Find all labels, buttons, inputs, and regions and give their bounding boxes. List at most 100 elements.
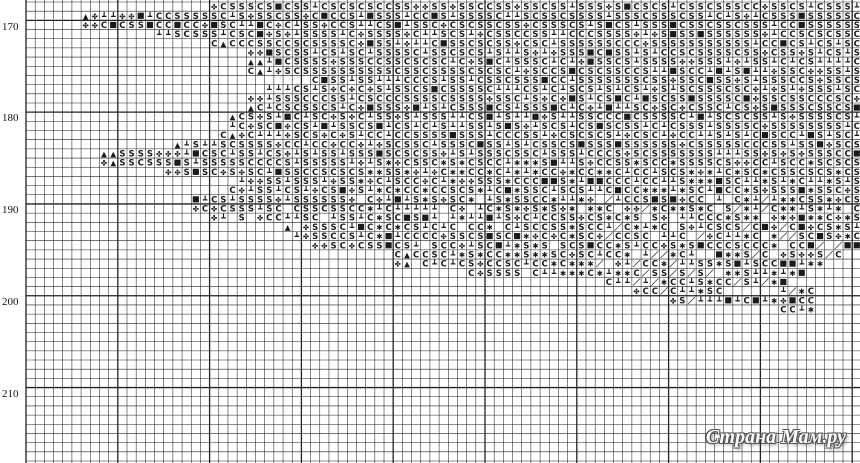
stitch-symbol: C — [441, 168, 447, 178]
stitch-symbol: ┻ — [735, 231, 740, 241]
stitch-symbol: C — [477, 223, 483, 233]
stitch-symbol: S — [780, 122, 786, 132]
stitch-symbol: ✱ — [661, 260, 667, 269]
stitch-symbol: S — [450, 195, 456, 205]
stitch-symbol: ┻ — [368, 139, 373, 149]
stitch-symbol: S — [835, 131, 841, 141]
stitch-symbol: C — [413, 76, 419, 86]
stitch-symbol: S — [569, 140, 575, 150]
stitch-symbol: ✤ — [560, 94, 566, 103]
stitch-symbol: C — [624, 39, 630, 49]
stitch-symbol: C — [285, 48, 291, 58]
stitch-symbol: S — [487, 76, 493, 86]
stitch-symbol: S — [854, 67, 860, 77]
stitch-symbol — [275, 3, 282, 10]
stitch-symbol: ┻ — [506, 11, 511, 21]
stitch-symbol: C — [441, 241, 447, 251]
stitch-symbol: C — [854, 58, 860, 68]
stitch-symbol: S — [532, 205, 538, 215]
stitch-symbol: S — [615, 159, 621, 169]
stitch-symbol: S — [349, 131, 355, 141]
stitch-symbol: S — [734, 241, 740, 251]
stitch-symbol: S — [707, 85, 713, 95]
stitch-symbol: ┻ — [524, 112, 529, 122]
stitch-symbol: ✤ — [211, 205, 217, 214]
stitch-symbol: ┻ — [772, 194, 777, 204]
stitch-symbol: S — [753, 149, 759, 159]
stitch-symbol: S — [523, 104, 529, 114]
stitch-symbol: S — [753, 58, 759, 68]
stitch-symbol: S — [578, 76, 584, 86]
stitch-symbol: ┻ — [460, 121, 465, 131]
stitch-symbol: C — [404, 177, 410, 187]
stitch-symbol — [771, 104, 778, 111]
stitch-symbol: ✤ — [587, 195, 593, 204]
stitch-symbol: ✤ — [459, 241, 465, 250]
stitch-symbol: ┻ — [671, 231, 676, 241]
stitch-symbol: S — [615, 67, 621, 77]
stitch-symbol: S — [734, 131, 740, 141]
stitch-symbol: S — [643, 58, 649, 68]
stitch-symbol: C — [413, 30, 419, 40]
stitch-symbol: S — [606, 122, 612, 132]
stitch-symbol: ┻ — [396, 38, 401, 48]
stitch-symbol: C — [514, 94, 520, 104]
stitch-symbol: C — [294, 85, 300, 95]
stitch-symbol: C — [340, 85, 346, 95]
stitch-symbol: C — [312, 12, 318, 22]
stitch-symbol: ┻ — [533, 213, 538, 223]
stitch-symbol: S — [542, 12, 548, 22]
stitch-symbol: ┻ — [184, 148, 189, 158]
stitch-symbol: C — [725, 168, 731, 178]
stitch-symbol: ┻ — [754, 268, 759, 278]
stitch-symbol: S — [275, 30, 281, 40]
stitch-symbol: S — [459, 140, 465, 150]
stitch-symbol: S — [661, 21, 667, 31]
stitch-symbol: C — [542, 223, 548, 233]
stitch-symbol: ✱ — [633, 159, 639, 168]
stitch-symbol: C — [266, 21, 272, 31]
stitch-symbol: ✱ — [569, 168, 575, 177]
stitch-symbol: S — [771, 186, 777, 196]
stitch-symbol: C — [450, 30, 456, 40]
stitch-symbol: ┻ — [689, 112, 694, 122]
stitch-symbol: S — [294, 58, 300, 68]
stitch-symbol: C — [688, 140, 694, 150]
stitch-symbol: ┻ — [772, 20, 777, 30]
stitch-symbol: ✤ — [358, 159, 364, 168]
stitch-symbol: C — [248, 67, 254, 77]
stitch-symbol: S — [734, 39, 740, 49]
stitch-symbol: C — [505, 76, 511, 86]
stitch-symbol — [697, 113, 704, 120]
stitch-symbol: ┻ — [203, 194, 208, 204]
stitch-symbol: C — [780, 131, 786, 141]
stitch-symbol: C — [578, 30, 584, 40]
stitch-symbol: C — [826, 30, 832, 40]
stitch-symbol: ┻ — [570, 194, 575, 204]
stitch-symbol: S — [670, 94, 676, 104]
stitch-symbol: S — [248, 168, 254, 178]
stitch-symbol: S — [578, 159, 584, 169]
stitch-symbol: C — [459, 58, 465, 68]
stitch-symbol: C — [285, 21, 291, 31]
stitch-symbol: C — [624, 85, 630, 95]
stitch-symbol: C — [707, 21, 713, 31]
stitch-symbol: S — [330, 205, 336, 215]
stitch-symbol: S — [367, 149, 373, 159]
stitch-symbol: ┻ — [809, 2, 814, 12]
stitch-symbol: ┻ — [230, 11, 235, 21]
stitch-symbol — [798, 269, 805, 276]
stitch-symbol: ┻ — [579, 148, 584, 158]
stitch-symbol: C — [505, 131, 511, 141]
stitch-symbol: S — [817, 186, 823, 196]
stitch-symbol: S — [431, 48, 437, 58]
stitch-symbol: C — [670, 168, 676, 178]
stitch-symbol: ┻ — [845, 66, 850, 76]
stitch-symbol: S — [725, 76, 731, 86]
stitch-symbol: ✱ — [808, 159, 814, 168]
stitch-symbol: C — [395, 250, 401, 260]
stitch-symbol: S — [441, 67, 447, 77]
stitch-symbol: C — [679, 278, 685, 288]
stitch-symbol: C — [826, 48, 832, 58]
stitch-symbol: ✱ — [422, 186, 428, 195]
